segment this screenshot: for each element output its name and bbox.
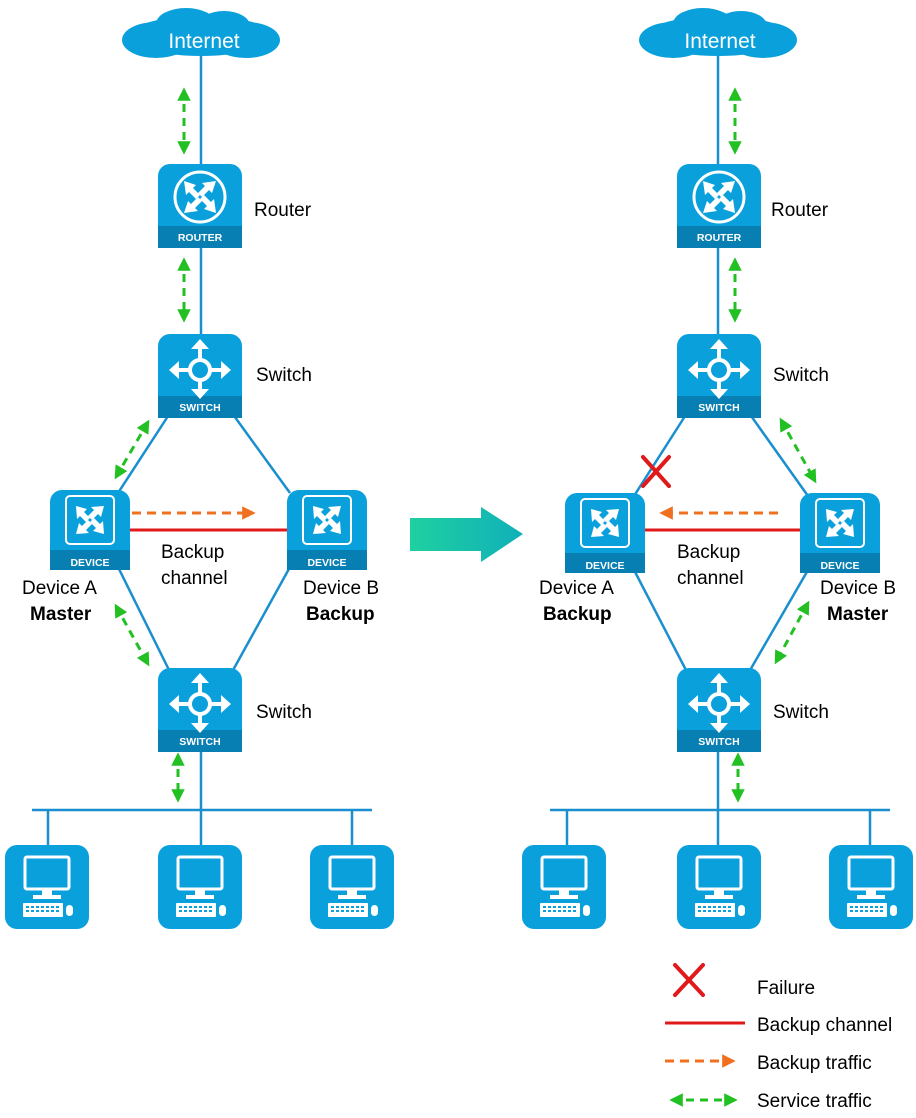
switch-top-label: Switch	[773, 365, 829, 386]
device-b-name: Device B	[820, 578, 896, 599]
device-b-icon: DEVICE	[800, 493, 880, 573]
backup-channel-label-line2: channel	[161, 568, 228, 589]
device-b-name: Device B	[303, 578, 379, 599]
legend-backup-traffic-label: Backup traffic	[757, 1053, 872, 1074]
backup-channel-label-line1: Backup	[677, 542, 740, 563]
legend-service-traffic-label: Service traffic	[757, 1091, 872, 1112]
service-traffic-arrow	[779, 417, 817, 484]
device-a-icon: DEVICE	[50, 490, 130, 570]
link-switch-device-b	[230, 412, 292, 494]
switch-bottom-label: Switch	[256, 702, 312, 723]
device-b-role: Master	[827, 604, 889, 625]
switch-badge: SWITCH	[698, 402, 739, 414]
router-badge: ROUTER	[697, 232, 742, 244]
device-a-name: Device A	[22, 578, 97, 599]
service-traffic-arrow	[114, 419, 150, 480]
switch-badge: SWITCH	[179, 736, 220, 748]
router-icon: ROUTER	[677, 164, 761, 248]
computer-icon	[677, 845, 761, 929]
switch-icon: SWITCH	[677, 668, 761, 752]
device-a-badge: DEVICE	[585, 560, 624, 572]
computer-icon	[310, 845, 394, 929]
internet-cloud-icon: Internet	[639, 8, 797, 58]
switch-icon: SWITCH	[158, 334, 242, 418]
switch-badge: SWITCH	[698, 736, 739, 748]
link-switch-device-a	[116, 412, 172, 494]
device-b-badge: DEVICE	[820, 560, 859, 572]
router-badge: ROUTER	[178, 232, 223, 244]
internet-label: Internet	[168, 30, 239, 53]
switch-top-label: Switch	[256, 365, 312, 386]
left-diagram: Internet ROUTER Router SWITCH Switch DEV…	[5, 8, 394, 929]
switch-badge: SWITCH	[179, 402, 220, 414]
computer-icon	[5, 845, 89, 929]
internet-label: Internet	[684, 30, 755, 53]
link-switch-device-a	[632, 412, 689, 497]
legend-failure-label: Failure	[757, 978, 815, 999]
service-traffic-arrow	[114, 603, 150, 667]
legend: Failure Backup channel Backup traffic Se…	[665, 963, 892, 1112]
device-b-role: Backup	[306, 604, 375, 625]
link-device-b-switch	[230, 566, 292, 673]
failure-cross-icon	[641, 455, 671, 488]
device-a-role: Backup	[543, 604, 612, 625]
computer-icon	[158, 845, 242, 929]
right-diagram: Internet ROUTER Router SWITCH Switch DEV…	[522, 8, 913, 929]
right-arrow-icon	[410, 507, 523, 562]
router-label: Router	[771, 200, 829, 221]
internet-cloud-icon: Internet	[122, 8, 280, 58]
computer-icon	[522, 845, 606, 929]
device-a-role: Master	[30, 604, 92, 625]
router-icon: ROUTER	[158, 164, 242, 248]
device-b-badge: DEVICE	[307, 557, 346, 569]
legend-failure-cross-icon	[673, 963, 705, 997]
link-device-a-switch	[632, 569, 689, 673]
switch-icon: SWITCH	[158, 668, 242, 752]
device-b-icon: DEVICE	[287, 490, 367, 570]
legend-backup-channel-label: Backup channel	[757, 1015, 892, 1036]
router-label: Router	[254, 200, 312, 221]
link-switch-device-b	[747, 412, 810, 497]
switch-bottom-label: Switch	[773, 702, 829, 723]
backup-channel-label-line2: channel	[677, 568, 744, 589]
device-a-icon: DEVICE	[565, 493, 645, 573]
computer-icon	[829, 845, 913, 929]
service-traffic-arrow	[774, 600, 810, 665]
device-a-badge: DEVICE	[70, 557, 109, 569]
backup-channel-label-line1: Backup	[161, 542, 224, 563]
device-a-name: Device A	[539, 578, 614, 599]
switch-icon: SWITCH	[677, 334, 761, 418]
